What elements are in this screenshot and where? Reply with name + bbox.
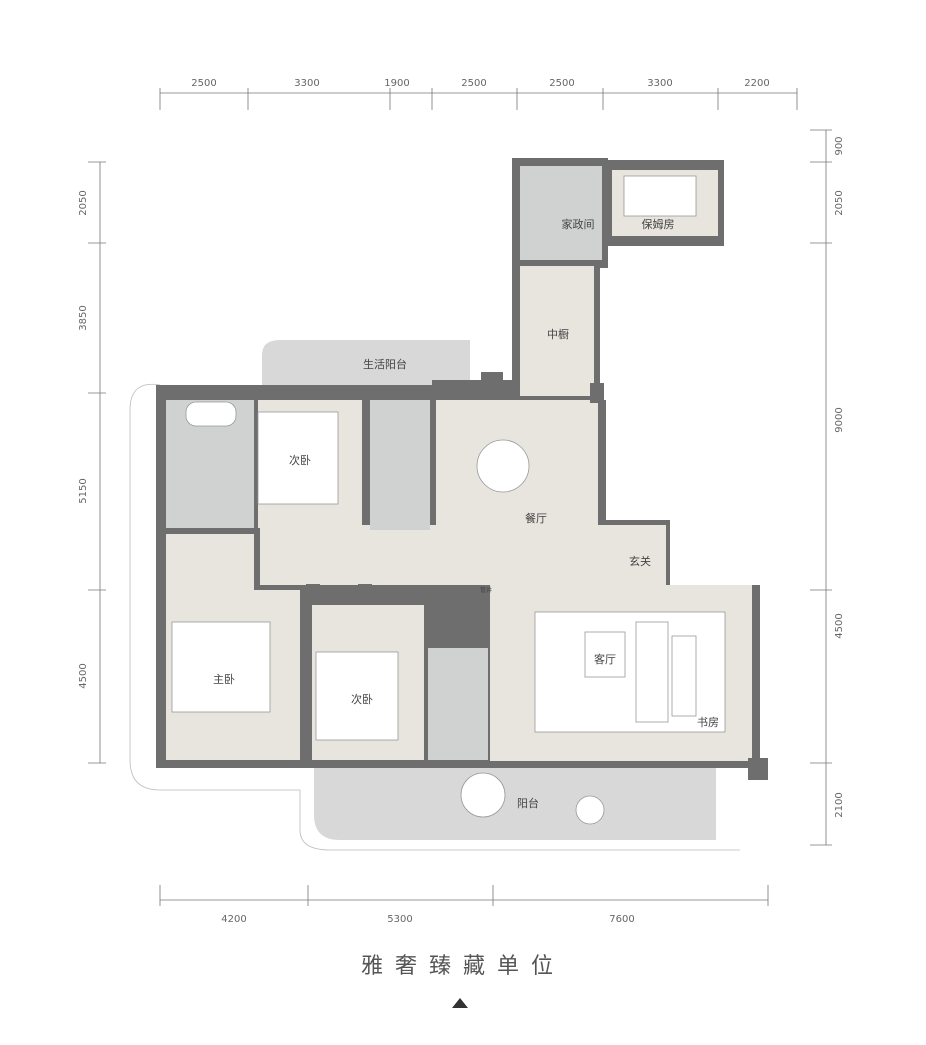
- room-label-kitchen: 中橱: [547, 327, 569, 341]
- north-arrow-icon: [452, 998, 468, 1008]
- dimension-right: 900 2050 9000 4500 2100: [810, 129, 845, 846]
- dim-label: 5300: [387, 914, 412, 925]
- dim-label: 4500: [78, 663, 89, 688]
- dim-label: 2200: [744, 78, 769, 89]
- dim-label: 2050: [78, 190, 89, 215]
- sofa: [635, 621, 669, 723]
- plan-title: 雅奢臻藏单位: [360, 954, 565, 979]
- living-rug: [534, 611, 726, 733]
- dim-label: 5150: [78, 478, 89, 503]
- dim-label: 3300: [294, 78, 319, 89]
- balcony: [314, 768, 716, 840]
- dining-table: [476, 439, 530, 493]
- furniture: [171, 175, 726, 825]
- dim-label: 3850: [78, 305, 89, 330]
- service-balcony: [262, 340, 470, 385]
- bed: [315, 651, 399, 741]
- dim-label: 4200: [221, 914, 246, 925]
- room-label-study: 书房: [697, 716, 719, 729]
- room-label-bedroom: 次卧: [289, 453, 311, 467]
- dim-label: 2500: [549, 78, 574, 89]
- dim-label: 4500: [834, 613, 845, 638]
- room-labels: 家政间 保姆房 中橱 生活阳台 次卧 餐厅 玄关 主卧 次卧 客厅 书房 阳台 …: [213, 217, 719, 810]
- nanny-bed: [623, 175, 697, 217]
- room-label-master: 主卧: [213, 673, 235, 686]
- bed: [171, 621, 271, 713]
- dimension-left: 2050 3850 5150 4500: [78, 161, 106, 764]
- room-label-service-balcony: 生活阳台: [363, 357, 407, 371]
- round-table: [460, 772, 506, 818]
- dim-label: 1900: [384, 78, 409, 89]
- room-label-shaft: 管井: [480, 586, 492, 594]
- dim-label: 3300: [647, 78, 672, 89]
- dimension-bottom: 4200 5300 7600: [159, 885, 769, 925]
- room-label-foyer: 玄关: [629, 554, 651, 568]
- bathtub: [185, 401, 237, 427]
- bed: [257, 411, 339, 505]
- dim-label: 2100: [834, 792, 845, 817]
- dim-label: 2050: [834, 190, 845, 215]
- outline: [129, 383, 740, 851]
- room-label-nanny: 保姆房: [642, 217, 675, 231]
- room-label-balcony: 阳台: [517, 796, 539, 810]
- dim-label: 9000: [834, 407, 845, 432]
- desk: [671, 635, 697, 717]
- room-label-living: 客厅: [594, 652, 616, 666]
- dim-label: 7600: [609, 914, 634, 925]
- dimension-top: 2500 3300 1900 2500 2500 3300 2200: [159, 78, 798, 110]
- chair: [575, 795, 605, 825]
- room-label-housekeeping: 家政间: [562, 217, 595, 231]
- dim-label: 2500: [191, 78, 216, 89]
- dim-label: 900: [834, 136, 845, 155]
- dim-label: 2500: [461, 78, 486, 89]
- coffee-table: [584, 631, 626, 678]
- room-label-bedroom: 次卧: [351, 692, 373, 706]
- room-label-dining: 餐厅: [525, 511, 547, 525]
